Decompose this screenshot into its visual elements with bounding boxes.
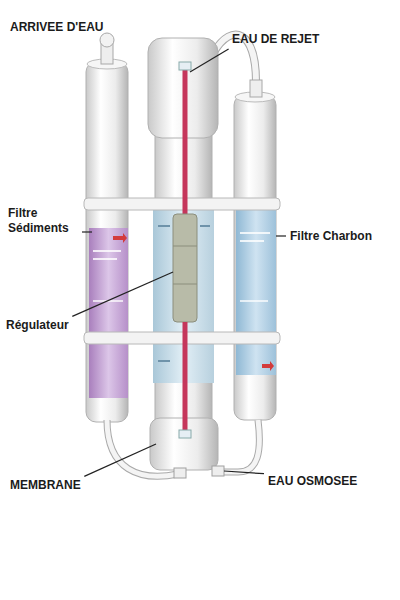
leader-line bbox=[84, 444, 156, 476]
fitting bbox=[179, 430, 191, 438]
sticker-print bbox=[240, 232, 270, 234]
sticker-print bbox=[200, 225, 210, 227]
part-label: Filtre Charbon bbox=[290, 229, 372, 244]
leader-line bbox=[72, 272, 173, 316]
sticker-print bbox=[93, 250, 121, 252]
elbow-fitting bbox=[100, 33, 114, 47]
part-label: MEMBRANE bbox=[10, 478, 81, 493]
mounting-bracket bbox=[84, 198, 280, 210]
part-label: Filtre Sédiments bbox=[8, 206, 78, 236]
fitting bbox=[250, 80, 262, 97]
tube-outline bbox=[107, 420, 178, 476]
mounting-bracket bbox=[84, 332, 280, 344]
sticker-print bbox=[158, 225, 170, 227]
tube-outline bbox=[222, 420, 259, 472]
leader-line bbox=[224, 471, 264, 474]
fitting bbox=[174, 468, 186, 478]
part-label: Régulateur bbox=[6, 318, 69, 333]
leader-line bbox=[276, 235, 286, 236]
sticker-print bbox=[240, 300, 268, 302]
filter-sticker bbox=[89, 228, 128, 398]
part-label: EAU DE REJET bbox=[232, 32, 319, 47]
leader-line bbox=[82, 231, 92, 232]
flow-arrow bbox=[262, 361, 274, 371]
leader-line bbox=[190, 49, 229, 72]
fitting bbox=[212, 466, 224, 476]
charcoal-filter bbox=[234, 95, 276, 420]
flow-arrow bbox=[113, 233, 127, 243]
part-label: ARRIVEE D'EAU bbox=[10, 20, 104, 35]
sticker-print bbox=[240, 240, 264, 242]
filter-sticker bbox=[236, 210, 276, 375]
sticker-print bbox=[158, 360, 170, 362]
regulator-joint bbox=[173, 284, 197, 285]
white-tube bbox=[222, 420, 259, 472]
sediment-filter bbox=[86, 62, 128, 422]
fitting bbox=[179, 62, 191, 70]
regulator-joint bbox=[173, 246, 197, 247]
flow-regulator bbox=[173, 214, 197, 322]
sticker-print bbox=[93, 258, 117, 260]
part-label: EAU OSMOSEE bbox=[268, 474, 357, 489]
red-tube bbox=[183, 322, 188, 432]
red-tube bbox=[183, 66, 188, 216]
white-tube bbox=[107, 420, 178, 476]
